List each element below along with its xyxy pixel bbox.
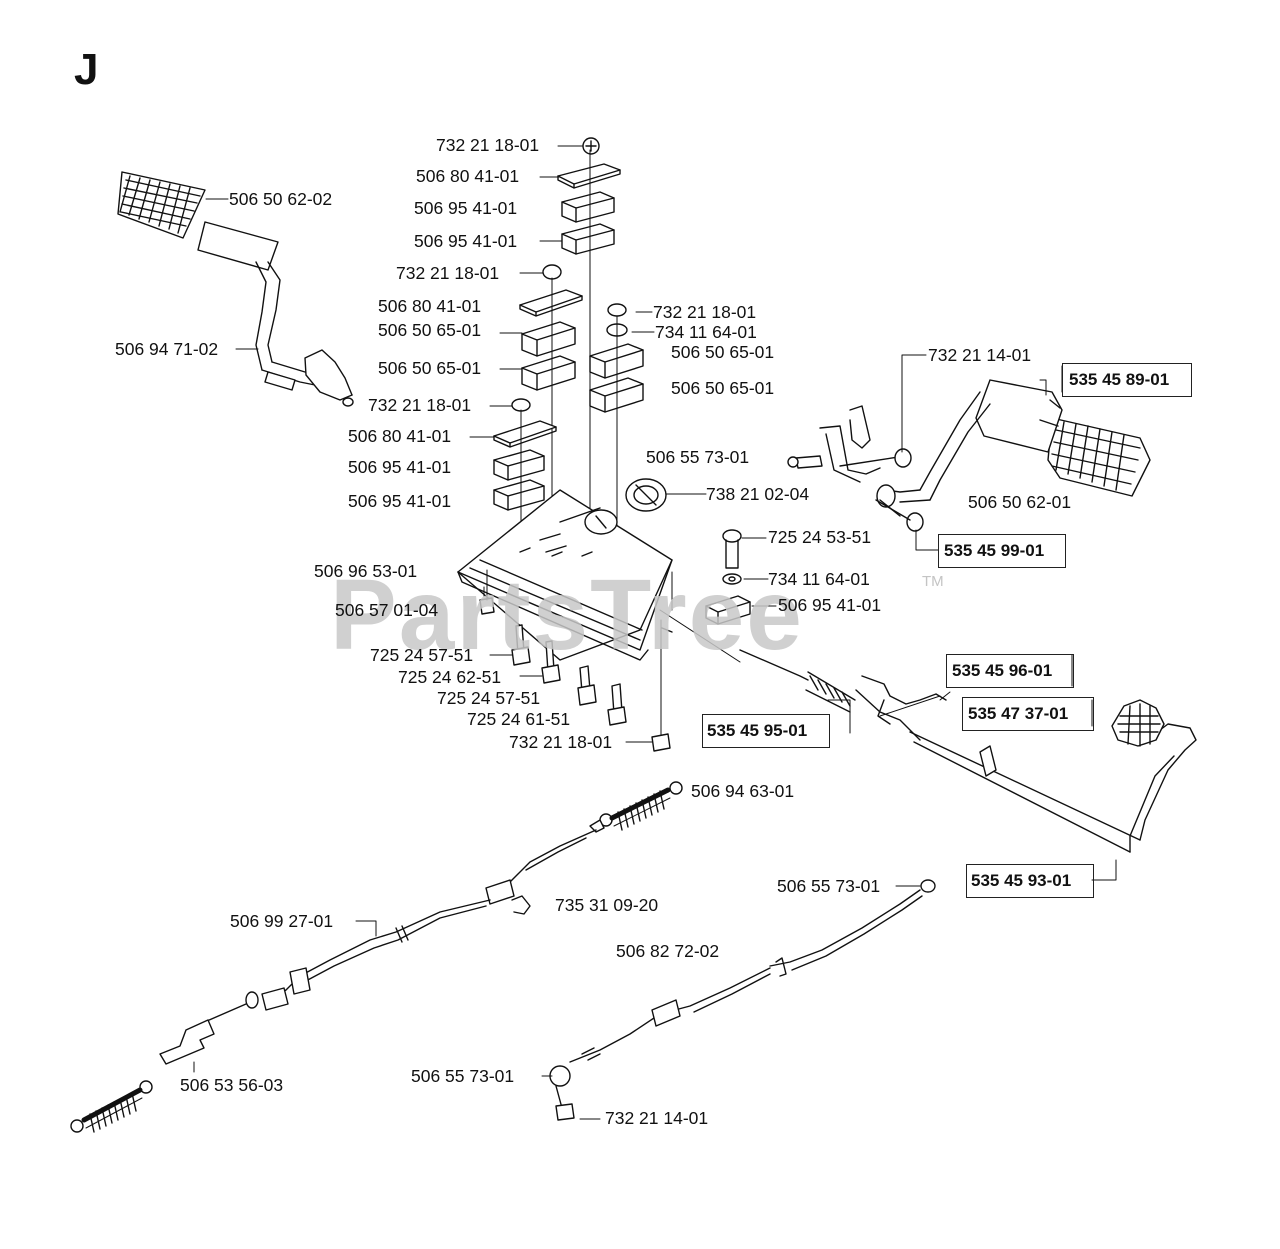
right-pedal-pad	[1047, 417, 1151, 497]
part-label[interactable]: 506 80 41-01	[378, 296, 482, 316]
part-label[interactable]: 732 21 18-01	[509, 732, 613, 752]
part-label[interactable]: 732 21 18-01	[368, 395, 472, 415]
part-label[interactable]: 506 55 73-01	[777, 876, 881, 896]
part-label[interactable]: 506 95 41-01	[414, 231, 518, 251]
part-label[interactable]: 725 24 57-51	[370, 645, 474, 665]
cable-bracket	[159, 1019, 215, 1065]
part-label[interactable]: 725 24 61-51	[467, 709, 571, 729]
part-label[interactable]: 506 94 71-02	[115, 339, 219, 359]
section-letter: J	[74, 45, 99, 94]
label-frame-535-45-93-01	[966, 864, 1094, 898]
watermark-trademark: TM	[922, 573, 944, 590]
part-label[interactable]: 506 50 62-02	[229, 189, 333, 209]
part-label[interactable]: 732 21 18-01	[396, 263, 500, 283]
part-label[interactable]: 506 57 01-04	[335, 600, 439, 620]
lower-stack-left	[493, 398, 557, 561]
watermark: PartsTree	[330, 559, 804, 671]
spring-upper	[599, 781, 683, 831]
part-label[interactable]: 732 21 18-01	[653, 302, 757, 322]
part-label[interactable]: 506 94 63-01	[691, 781, 795, 801]
left-pedal-pad	[117, 171, 206, 239]
part-label[interactable]: 732 21 14-01	[928, 345, 1032, 365]
part-label[interactable]: 506 50 65-01	[378, 358, 482, 378]
part-label[interactable]: 732 21 18-01	[436, 135, 540, 155]
label-frame-535-45-95-01	[702, 714, 830, 748]
label-frame-535-45-96-01	[946, 654, 1074, 688]
part-label[interactable]: 506 50 65-01	[671, 378, 775, 398]
part-label[interactable]: 506 96 53-01	[314, 561, 418, 581]
part-label[interactable]: 535 45 99-01	[944, 541, 1045, 560]
part-label[interactable]: 506 53 56-03	[180, 1075, 284, 1095]
part-label[interactable]: 535 45 96-01	[952, 661, 1053, 680]
part-label[interactable]: 506 50 65-01	[378, 320, 482, 340]
label-frame-535-45-99-01	[938, 534, 1066, 568]
long-lever	[909, 699, 1197, 853]
part-label[interactable]: 535 45 95-01	[707, 721, 808, 740]
part-label[interactable]: 506 99 27-01	[230, 911, 334, 931]
right-pedal-bracket	[787, 405, 912, 517]
part-label[interactable]: 725 24 53-51	[768, 527, 872, 547]
part-label[interactable]: 506 50 65-01	[671, 342, 775, 362]
part-label[interactable]: 506 80 41-01	[416, 166, 520, 186]
part-label[interactable]: 506 55 73-01	[646, 447, 750, 467]
part-label[interactable]: 735 31 09-20	[555, 895, 659, 915]
part-label[interactable]: 734 11 64-01	[655, 322, 757, 342]
part-label[interactable]: 506 55 73-01	[411, 1066, 515, 1086]
part-label[interactable]: 506 95 41-01	[348, 491, 452, 511]
part-label[interactable]: 725 24 57-51	[437, 688, 541, 708]
part-label[interactable]: 506 50 62-01	[968, 492, 1072, 512]
part-label[interactable]: 738 21 02-04	[706, 484, 810, 504]
bearing	[625, 478, 667, 512]
part-label[interactable]: 535 47 37-01	[968, 704, 1069, 723]
part-label[interactable]: 734 11 64-01	[768, 569, 870, 589]
spring-lower	[70, 1080, 153, 1133]
base-plate	[457, 489, 673, 661]
part-label[interactable]: 506 95 41-01	[348, 457, 452, 477]
label-frame-535-47-37-01	[962, 697, 1094, 731]
throttle-cable	[549, 879, 936, 1121]
part-label[interactable]: 535 45 93-01	[971, 871, 1072, 890]
control-rod	[739, 649, 947, 741]
part-label[interactable]: 725 24 62-51	[398, 667, 502, 687]
part-label[interactable]: 535 45 89-01	[1069, 370, 1170, 389]
cable-clip	[511, 895, 531, 915]
pivot-hardware	[659, 529, 751, 663]
middle-stack-left	[519, 264, 583, 521]
part-label[interactable]: 506 80 41-01	[348, 426, 452, 446]
left-pedal-arm	[197, 221, 354, 407]
top-stack-upper	[557, 137, 621, 521]
part-label[interactable]: 732 21 14-01	[605, 1108, 709, 1128]
label-frame-535-45-89-01	[1062, 363, 1192, 397]
part-label[interactable]: 506 95 41-01	[778, 595, 882, 615]
part-label[interactable]: 506 95 41-01	[414, 198, 518, 218]
part-label[interactable]: 506 82 72-02	[616, 941, 720, 961]
plate-bolts	[479, 569, 673, 752]
leader-lines	[193, 145, 1117, 1120]
brake-cable	[195, 819, 605, 1029]
